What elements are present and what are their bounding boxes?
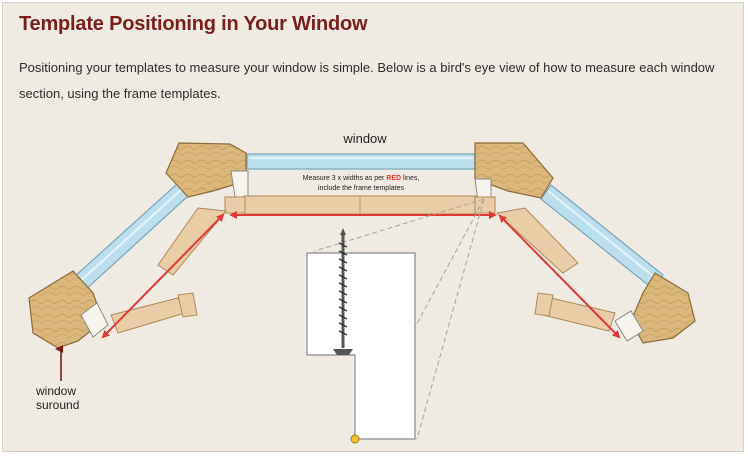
measure-line-right — [498, 214, 621, 339]
template-cross-section — [306, 228, 416, 444]
front-window-glass — [246, 153, 476, 170]
intro-text: Positioning your templates to measure yo… — [19, 60, 715, 101]
left-window-glass — [72, 182, 189, 293]
measure-note-line1: Measure 3 x widths as per RED lines, — [303, 175, 420, 182]
right-window-glass — [540, 184, 664, 290]
surround-label-line1: window — [35, 384, 76, 398]
surround-label-line2: suround — [36, 398, 79, 412]
page-title: Template Positioning in Your Window — [19, 13, 368, 35]
measure-note-line2: include the frame templates — [318, 185, 404, 192]
left-bottom-surround — [28, 270, 109, 349]
measure-lines — [101, 211, 621, 339]
right-bottom-surround — [614, 272, 696, 344]
left-top-corner-post — [165, 142, 249, 204]
window-label: window — [342, 131, 387, 146]
front-frame-template — [224, 195, 496, 215]
measure-line-left — [101, 213, 225, 339]
bay-window-diagram: window Measure 3 x widths as per RED lin… — [28, 131, 696, 444]
page: Template Positioning in Your Window Posi… — [2, 2, 744, 452]
